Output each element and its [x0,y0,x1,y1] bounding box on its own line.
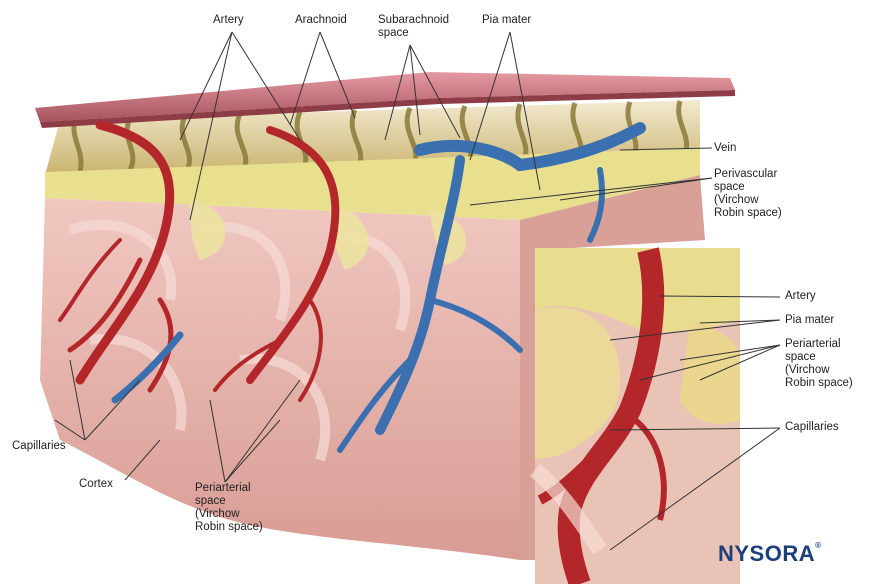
label-capillaries-left: Capillaries [12,440,66,453]
logo-text: NYSORA [718,541,815,566]
label-cortex: Cortex [79,478,113,491]
label-capillaries-inset: Capillaries [785,421,839,434]
inset-panel [535,248,740,584]
label-arachnoid: Arachnoid [295,14,347,27]
label-artery-top: Artery [213,14,244,27]
label-artery-inset: Artery [785,290,816,303]
label-pia-mater-top: Pia mater [482,14,531,27]
nysora-logo: NYSORA® [718,541,822,567]
label-vein: Vein [714,142,736,155]
logo-registered-mark: ® [815,541,821,550]
label-pia-mater-inset: Pia mater [785,314,834,327]
